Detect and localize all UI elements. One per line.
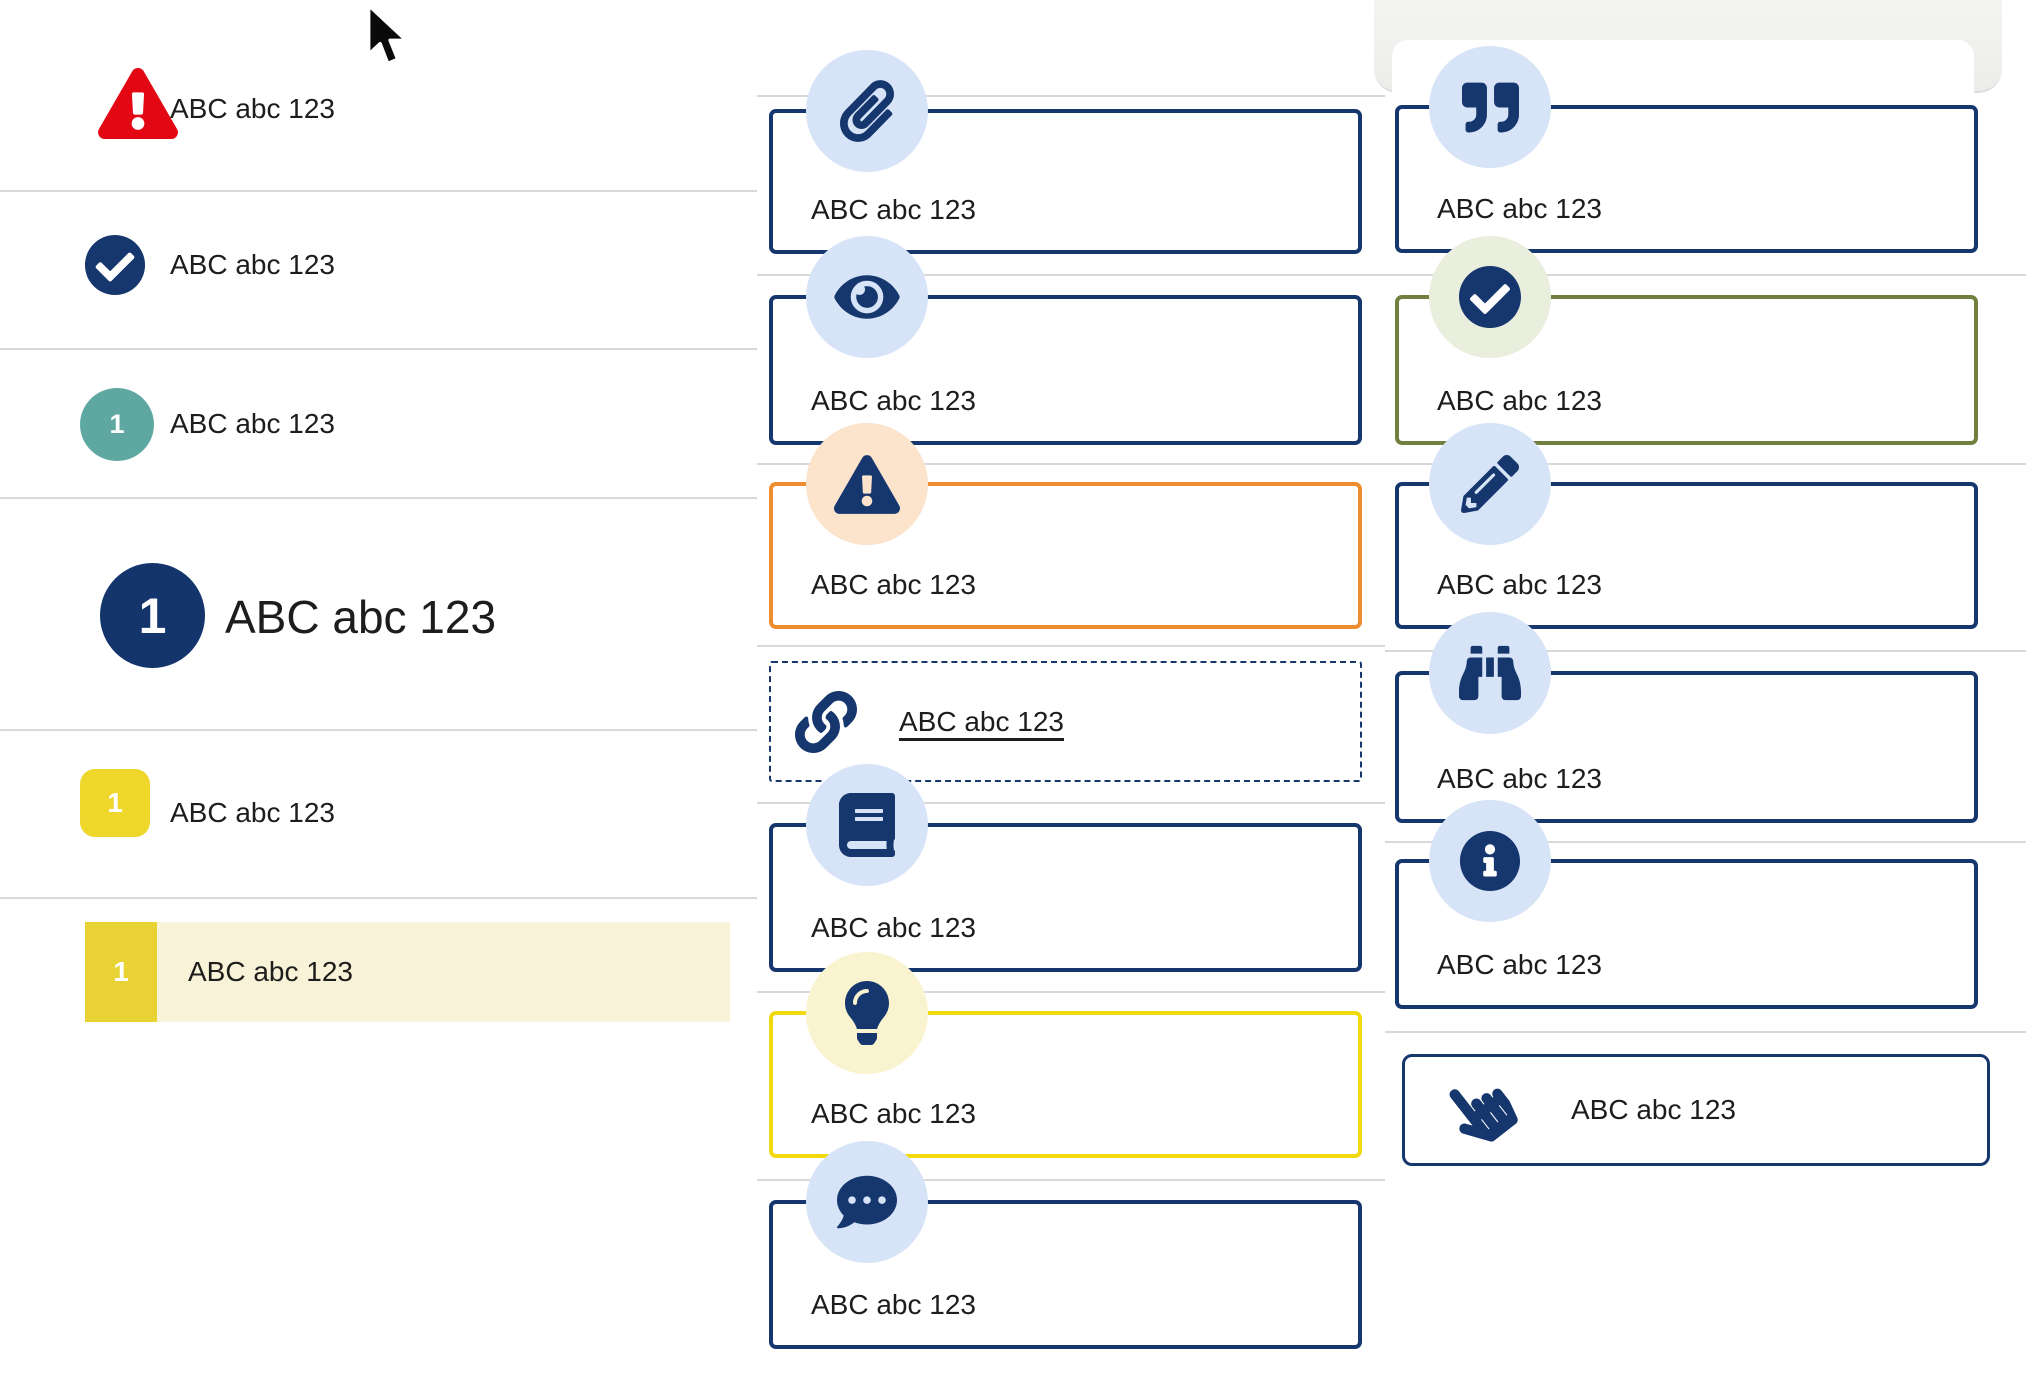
eye-icon [806,236,928,358]
divider [757,991,1385,993]
divider [0,348,757,350]
divider [0,729,757,731]
card-label: ABC abc 123 [1437,949,1602,980]
paperclip-icon [806,50,928,172]
warning-triangle-icon [806,423,928,545]
card-label: ABC abc 123 [1571,1094,1736,1125]
divider [1385,650,2026,652]
divider [757,463,1385,465]
list-item-label: ABC abc 123 [170,249,335,280]
divider [1385,274,2026,276]
card-label: ABC abc 123 [1437,763,1602,794]
highlight-row-background [85,922,730,1022]
callout-card-link[interactable]: ABC abc 123 [769,661,1362,782]
number-badge: 1 [80,388,154,461]
list-item-label: ABC abc 123 [170,93,335,124]
divider [1385,463,2026,465]
card-label: ABC abc 123 [811,1289,976,1320]
divider [0,897,757,899]
book-icon [806,764,928,886]
callout-card-pointer: ABC abc 123 [1402,1054,1990,1166]
card-label: ABC abc 123 [1437,385,1602,416]
divider [0,190,757,192]
divider [757,645,1385,647]
pencil-icon [1429,423,1551,545]
list-item-label: ABC abc 123 [188,956,353,987]
card-label: ABC abc 123 [1437,193,1602,224]
lightbulb-icon [806,952,928,1074]
list-item-label: ABC abc 123 [170,408,335,439]
binoculars-icon [1429,612,1551,734]
hand-pointer-icon [1437,1066,1523,1154]
card-label: ABC abc 123 [1437,569,1602,600]
divider [757,802,1385,804]
check-circle-icon [84,234,146,296]
quote-right-icon [1429,46,1551,168]
divider [757,1179,1385,1181]
divider [1385,841,2026,843]
callout-card-edit: ABC abc 123 [1395,482,1978,629]
card-label: ABC abc 123 [811,385,976,416]
link-icon [795,691,857,753]
comment-dots-icon [806,1141,928,1263]
info-circle-icon [1429,800,1551,922]
list-item-label: ABC abc 123 [225,591,497,643]
warning-triangle-icon [98,68,178,139]
number-badge-bar: 1 [85,922,157,1022]
number-badge: 1 [80,769,150,837]
divider [1385,1031,2026,1033]
list-item-label: ABC abc 123 [170,797,335,828]
check-circle-icon [1429,236,1551,358]
card-label: ABC abc 123 [811,1098,976,1129]
card-label: ABC abc 123 [811,194,976,225]
divider [757,274,1385,276]
number-badge-large: 1 [100,563,205,668]
mouse-cursor-icon [364,4,410,71]
callout-card-book: ABC abc 123 [769,823,1362,972]
card-label: ABC abc 123 [811,569,976,600]
divider [757,95,1385,97]
card-label: ABC abc 123 [811,912,976,943]
link-text[interactable]: ABC abc 123 [899,705,1064,737]
divider [0,497,757,499]
